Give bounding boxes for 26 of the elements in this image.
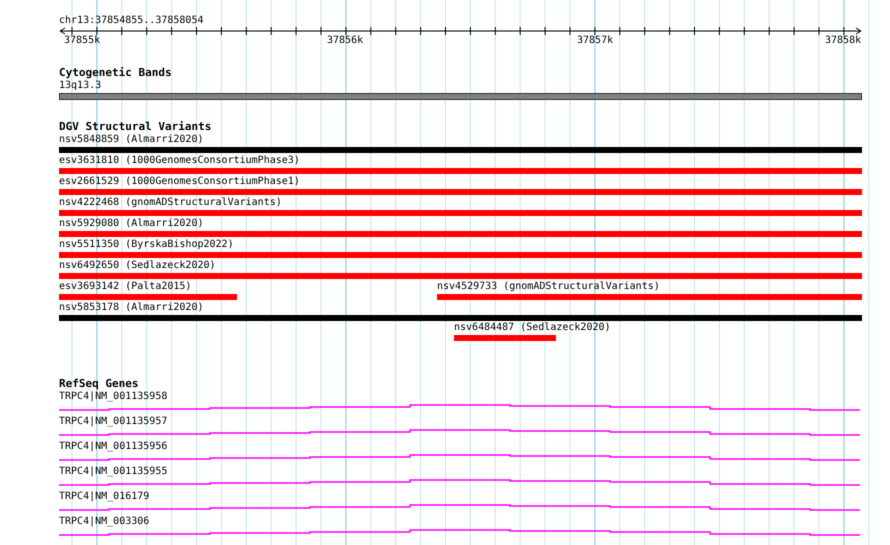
variant-label: nsv5848859 (Almarri2020) xyxy=(59,134,204,146)
variant-label: nsv5929080 (Almarri2020) xyxy=(59,218,204,230)
track-title: RefSeq Genes xyxy=(59,378,138,390)
gene-label: TRPC4|NM_001135955 xyxy=(59,466,168,478)
variant-label: nsv5853178 (Almarri2020) xyxy=(59,302,204,314)
tick-label: 37855k xyxy=(64,35,100,47)
track-title: DGV Structural Variants xyxy=(59,121,212,133)
tick-label: 37858k xyxy=(825,35,862,47)
variant-label: nsv4529733 (gnomADStructuralVariants) xyxy=(437,281,660,293)
gene-label: TRPC4|NM_001135958 xyxy=(59,391,168,403)
variant-label: esv3693142 (Palta2015) xyxy=(59,281,192,293)
tick-label: 37856k xyxy=(327,35,364,47)
band-label: 13q13.3 xyxy=(59,80,102,92)
track-title: Cytogenetic Bands xyxy=(59,67,172,79)
variant-label: esv3631810 (1000GenomesConsortiumPhase3) xyxy=(59,155,300,167)
variant-label: esv2661529 (1000GenomesConsortiumPhase1) xyxy=(59,176,300,188)
tick-label: 37857k xyxy=(577,35,614,47)
position-label: chr13:37854855..37858054 xyxy=(59,15,204,27)
gene-label: TRPC4|NM_003306 xyxy=(59,516,150,528)
variant-label: nsv6492650 (Sedlazeck2020) xyxy=(59,260,216,272)
variant-label: nsv4222468 (gnomADStructuralVariants) xyxy=(59,197,282,209)
variant-label: nsv5511350 (ByrskaBishop2022) xyxy=(59,239,234,251)
gene-label: TRPC4|NM_001135957 xyxy=(59,416,168,428)
gene-label: TRPC4|NM_001135956 xyxy=(59,441,168,453)
variant-label: nsv6484487 (Sedlazeck2020) xyxy=(454,322,611,334)
gene-label: TRPC4|NM_016179 xyxy=(59,491,150,503)
